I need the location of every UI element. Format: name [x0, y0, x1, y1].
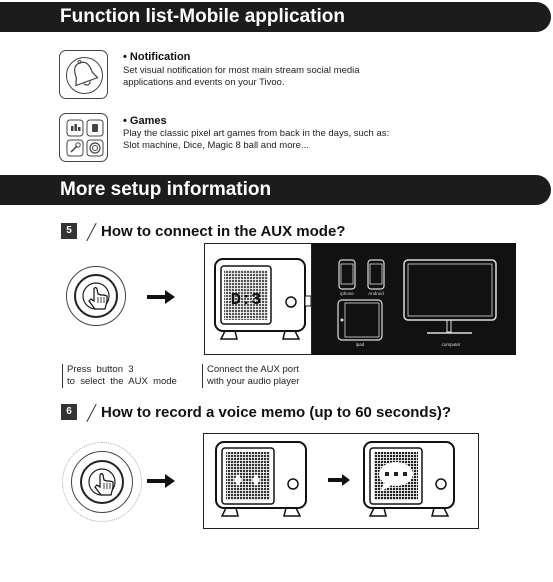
section-title: Function list-Mobile application [60, 6, 345, 27]
step-number-badge: 6 [61, 404, 77, 420]
svg-text:D:3: D:3 [231, 291, 262, 310]
tivoo-aux-panel: D:3 [204, 243, 312, 355]
notification-desc-line: Set visual notification for most main st… [123, 65, 360, 76]
button-press-icon [74, 274, 118, 318]
section-title: More setup information [60, 179, 272, 200]
tivoo-device-illustration: D:3 [214, 258, 312, 340]
step-number-badge: 5 [61, 223, 77, 239]
device-label-android: Android [368, 291, 384, 296]
notification-title: • Notification [123, 51, 191, 63]
step5-caption-button: Press button 3 to select the AUX mode [62, 364, 177, 388]
step6-title: How to record a voice memo (up to 60 sec… [101, 404, 452, 421]
bell-icon [66, 57, 103, 94]
arrow-right-icon [147, 474, 175, 488]
device-button-outer-ring [62, 442, 142, 522]
step-divider-slash [86, 222, 97, 242]
step5-caption-aux: Connect the AUX port with your audio pla… [202, 364, 299, 388]
section-banner-more-setup: More setup information [0, 175, 551, 205]
games-title: • Games [123, 115, 167, 127]
device-label-computer: computer [441, 342, 461, 347]
section-banner-function-list: Function list-Mobile application [0, 2, 551, 32]
audio-player-devices-panel: iphone Android ipad computer [312, 243, 516, 355]
arrow-right-icon [147, 290, 175, 304]
caption-line: with your audio player [207, 376, 300, 387]
device-button-illustration [71, 451, 133, 513]
voice-memo-panel [203, 433, 479, 529]
caption-line: to select the AUX mode [67, 376, 177, 387]
games-icon [66, 119, 104, 157]
step-divider-slash [86, 403, 97, 423]
device-label-iphone: iphone [340, 291, 354, 296]
devices-illustration [337, 259, 497, 341]
games-desc-line: Play the classic pixel art games from ba… [123, 128, 390, 139]
button-press-icon [80, 460, 124, 504]
caption-line: Connect the AUX port [207, 364, 299, 375]
device-label-ipad: ipad [355, 342, 365, 347]
games-description: Play the classic pixel art games from ba… [123, 128, 443, 152]
voice-memo-illustration [215, 441, 455, 517]
notification-description: Set visual notification for most main st… [123, 65, 443, 89]
caption-line: Press button 3 [67, 364, 134, 375]
step5-title: How to connect in the AUX mode? [101, 223, 346, 240]
games-desc-line: Slot machine, Dice, Magic 8 ball and mor… [123, 140, 309, 151]
games-feature-icon-box [59, 113, 108, 162]
notification-feature-icon-box [59, 50, 108, 99]
notification-desc-line: applications and events on your Tivoo. [123, 77, 285, 88]
device-button-illustration [66, 266, 126, 326]
